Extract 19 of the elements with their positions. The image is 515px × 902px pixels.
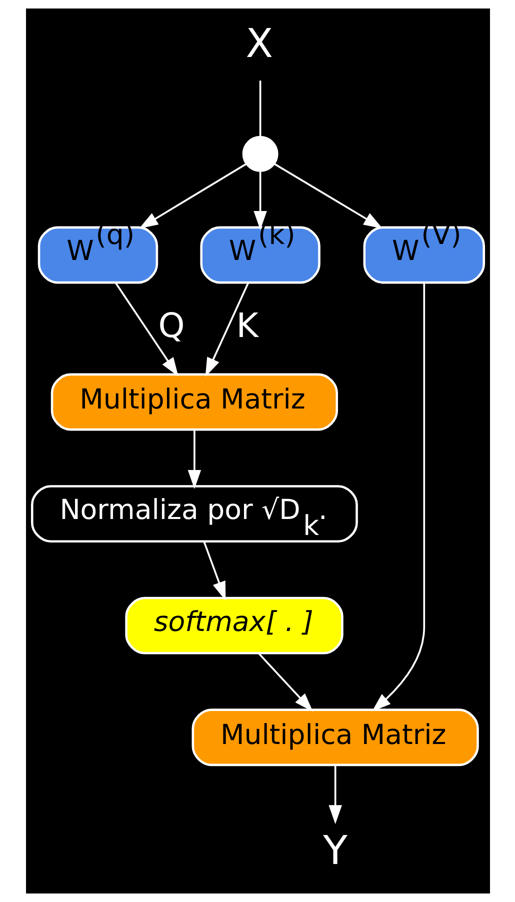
connector [258, 80, 261, 137]
arrow [138, 163, 246, 229]
arrow [202, 541, 226, 601]
node-box: softmax[ . ] [124, 596, 343, 654]
arrow [253, 170, 266, 230]
arrow [187, 430, 201, 489]
node-box: Multiplica Matriz [50, 373, 338, 431]
node-text: X [245, 21, 273, 68]
node-box: Multiplica Matriz [191, 708, 478, 766]
arrow [114, 282, 178, 377]
arrow [204, 282, 249, 377]
arrow [258, 652, 312, 712]
node-circle [242, 136, 278, 172]
arrow [273, 163, 382, 229]
arrow [371, 283, 425, 712]
edge-label: Q [158, 306, 184, 346]
edge-label: K [236, 306, 258, 346]
node-text: Y [322, 828, 347, 874]
arrow [328, 765, 342, 824]
